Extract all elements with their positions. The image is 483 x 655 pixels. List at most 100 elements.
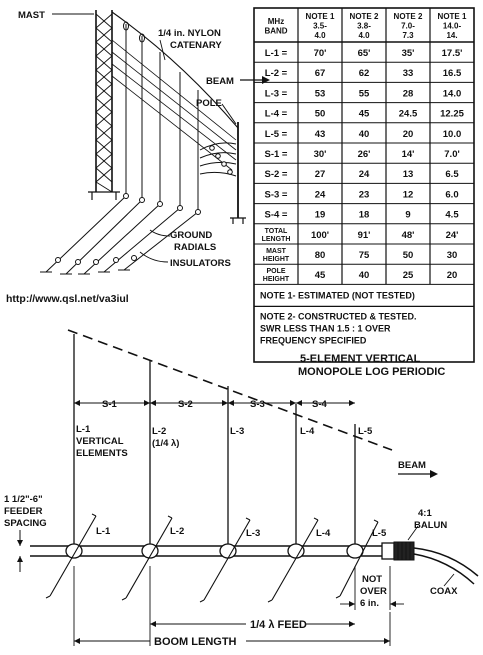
table-cell: 20: [447, 270, 458, 281]
not-label: NOT: [362, 574, 382, 585]
balun-ratio: 4:1: [418, 508, 432, 519]
elements-label: ELEMENTS: [76, 448, 128, 459]
table-cell: 50: [403, 250, 414, 261]
table-cell: 28: [403, 88, 414, 99]
table-cell: 45: [359, 109, 370, 120]
table-header-cell: MHz: [268, 17, 284, 26]
table-row-label: L-5 =: [265, 129, 288, 140]
table-cell: 100': [311, 230, 329, 241]
table-cell: 50: [315, 109, 326, 120]
table-cell: 6.0: [445, 189, 458, 200]
over-label: OVER: [360, 586, 387, 597]
table-header-cell: BAND: [264, 27, 287, 36]
schematic-title-2: MONOPOLE LOG PERIODIC: [298, 366, 445, 378]
mast-illustration: [40, 10, 270, 275]
table-row-label: HEIGHT: [263, 256, 290, 263]
table-note-1: NOTE 1- ESTIMATED (NOT TESTED): [260, 290, 415, 300]
table-cell: 70': [314, 48, 327, 59]
table-header-cell: 14.0-: [443, 22, 462, 31]
vertical-label: VERTICAL: [76, 436, 124, 447]
upper-label-l5: L-5: [358, 426, 373, 437]
table-cell: 6.5: [445, 169, 459, 180]
balun-label: BALUN: [414, 520, 447, 531]
table-cell: 12.25: [440, 109, 464, 120]
table-cell: 26': [358, 149, 371, 160]
table-cell: 24: [315, 189, 326, 200]
table-cell: 40: [359, 129, 370, 140]
feed-label: 1/4 λ FEED: [250, 619, 307, 631]
table-header-cell: 4.0: [358, 31, 370, 40]
table-cell: 7.0': [444, 149, 459, 160]
six-inch-label: 6 in.: [360, 598, 379, 609]
table-header-cell: 3.5-: [313, 22, 327, 31]
upper-label-l4: L-4: [300, 426, 315, 437]
table-cell: 25: [403, 270, 414, 281]
table-row-label: L-4 =: [265, 109, 288, 120]
lower-label-l5: L-5: [372, 528, 387, 539]
table-row-label: LENGTH: [262, 236, 291, 243]
spacing-s2: S-2: [178, 399, 193, 410]
spacing-s4: S-4: [312, 399, 328, 410]
upper-label-l3: L-3: [230, 426, 244, 437]
table-cell: 16.5: [443, 68, 462, 79]
boom-length-label: BOOM LENGTH: [154, 636, 237, 648]
schematic-title-1: 5-ELEMENT VERTICAL: [300, 353, 421, 365]
spacing-s1: S-1: [102, 399, 118, 410]
table-header-cell: 7.0-: [401, 22, 415, 31]
table-cell: 19: [315, 210, 326, 221]
table-cell: 12: [403, 189, 414, 200]
catenary-label: 1/4 in. NYLON: [158, 28, 221, 39]
table-cell: 23: [359, 189, 370, 200]
table-row-label: HEIGHT: [263, 276, 290, 283]
l2-quarter-wave: (1/4 λ): [152, 438, 179, 449]
pole-label: POLE: [196, 98, 222, 109]
table-header-cell: 14.: [446, 31, 457, 40]
beam-label-bottom: BEAM: [398, 460, 426, 471]
table-header-cell: NOTE 1: [306, 12, 335, 21]
beam-label-top: BEAM: [206, 76, 234, 87]
table-note-2: FREQUENCY SPECIFIED: [260, 335, 367, 345]
table-row-label: S-3 =: [265, 189, 288, 200]
upper-label-l1: L-1: [76, 424, 91, 435]
table-cell: 14.0: [443, 88, 462, 99]
table-cell: 9: [405, 210, 410, 221]
coax-label: COAX: [430, 586, 458, 597]
table-row-label: L-3 =: [265, 88, 288, 99]
ground-label: GROUND: [170, 230, 212, 241]
lower-label-l2: L-2: [170, 526, 184, 537]
table-cell: 4.5: [445, 210, 459, 221]
table-header-cell: NOTE 2: [350, 12, 379, 21]
table-cell: 67: [315, 68, 326, 79]
table-cell: 18: [359, 210, 370, 221]
table-row-label: POLE: [266, 268, 285, 275]
lower-label-l4: L-4: [316, 528, 331, 539]
table-cell: 24: [359, 169, 370, 180]
table-cell: 20: [403, 129, 414, 140]
table-header-cell: 7.3: [402, 31, 414, 40]
table-header-cell: 4.0: [314, 31, 326, 40]
catenary-label-2: CATENARY: [170, 40, 222, 51]
source-url: http://www.qsl.net/va3iul: [6, 293, 129, 305]
upper-label-l2: L-2: [152, 426, 166, 437]
table-note-2: SWR LESS THAN 1.5 : 1 OVER: [260, 323, 391, 333]
table-cell: 17.5': [442, 48, 463, 59]
table-cell: 24': [446, 230, 459, 241]
table-cell: 24.5: [399, 109, 418, 120]
table-note-2: NOTE 2- CONSTRUCTED & TESTED.: [260, 311, 417, 321]
table-cell: 75: [359, 250, 370, 261]
insulators-label: INSULATORS: [170, 258, 231, 269]
table-cell: 80: [315, 250, 326, 261]
table-cell: 27: [315, 169, 326, 180]
table-cell: 40: [359, 270, 370, 281]
spacing-s3: S-3: [250, 399, 265, 410]
table-header-cell: NOTE 1: [438, 12, 467, 21]
table-cell: 48': [402, 230, 415, 241]
table-cell: 43: [315, 129, 326, 140]
table-cell: 30': [314, 149, 327, 160]
lower-label-l3: L-3: [246, 528, 260, 539]
feeder-label: FEEDER: [4, 506, 43, 517]
table-cell: 65': [358, 48, 371, 59]
table-cell: 62: [359, 68, 370, 79]
